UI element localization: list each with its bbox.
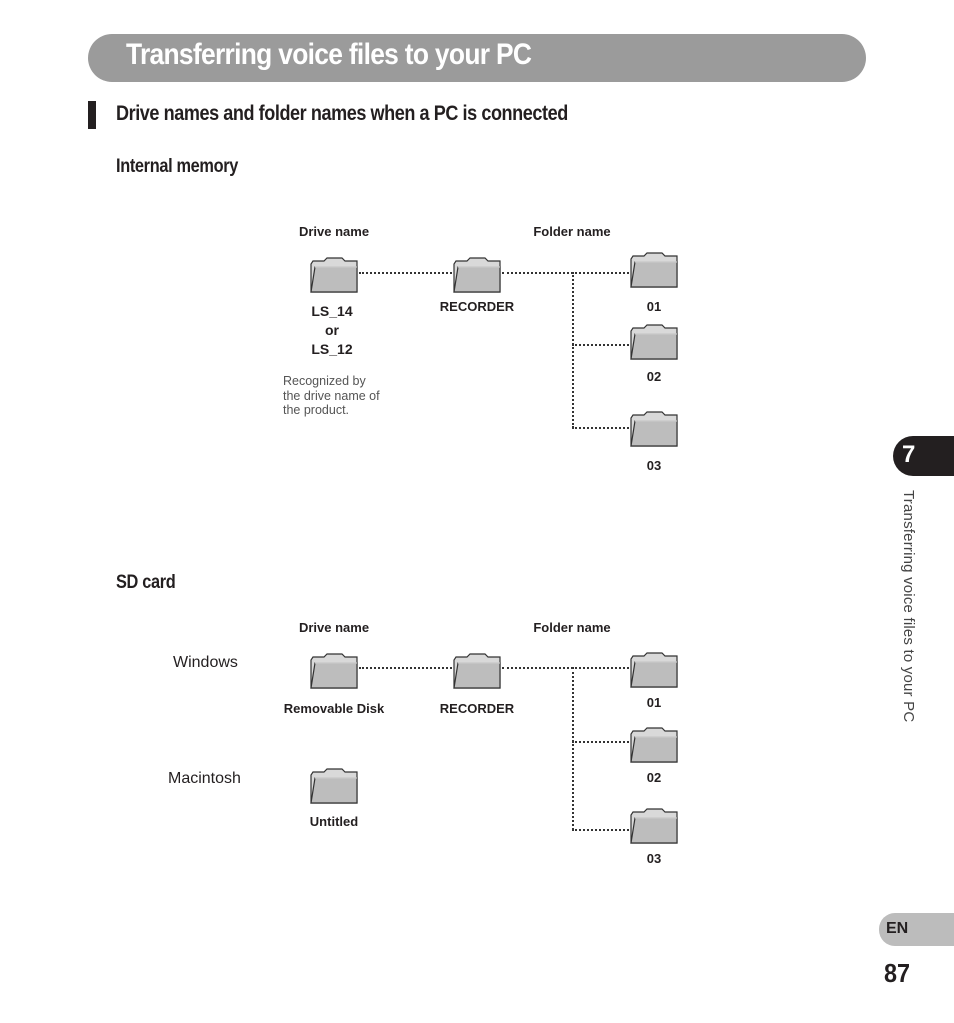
drive-name-note: Recognized by the drive name of the prod… xyxy=(283,374,403,418)
language-tab xyxy=(879,913,954,946)
windows-label: Windows xyxy=(173,654,238,671)
folder-icon xyxy=(629,410,679,448)
connector-line xyxy=(502,667,629,669)
internal-drive-name-label: Drive name xyxy=(298,224,370,239)
folder-icon xyxy=(309,256,359,294)
folder-icon xyxy=(309,767,359,805)
sd-drive-name-label: Drive name xyxy=(298,620,370,635)
internal-memory-heading: Internal memory xyxy=(116,156,238,177)
macintosh-label: Macintosh xyxy=(168,770,241,787)
sd-folder-name-label: Folder name xyxy=(533,620,611,635)
note-line: the product. xyxy=(283,403,350,417)
connector-line xyxy=(359,272,452,274)
connector-line xyxy=(502,272,629,274)
internal-root-folder-label: RECORDER xyxy=(439,299,515,314)
page-number: 87 xyxy=(884,958,911,988)
drive-name-line: or xyxy=(325,322,339,338)
chapter-title-vertical: Transferring voice files to your PC xyxy=(900,490,917,723)
folder-icon xyxy=(629,251,679,289)
mac-drive-name: Untitled xyxy=(309,814,359,829)
folder-icon xyxy=(629,726,679,764)
connector-line xyxy=(572,667,574,830)
drive-name-line: LS_12 xyxy=(311,341,353,357)
connector-line xyxy=(572,272,574,428)
folder-icon xyxy=(452,256,502,294)
sd-subfolder-label: 01 xyxy=(646,695,662,710)
sd-card-heading: SD card xyxy=(116,572,176,593)
internal-subfolder-label: 02 xyxy=(646,369,662,384)
drive-name-line: LS_14 xyxy=(311,303,353,319)
note-line: the drive name of xyxy=(283,388,380,403)
title-bar xyxy=(88,34,866,82)
sd-subfolder-label: 02 xyxy=(646,770,662,785)
internal-subfolder-label: 03 xyxy=(646,458,662,473)
folder-icon xyxy=(629,323,679,361)
connector-line xyxy=(572,427,629,429)
chapter-tab xyxy=(893,436,954,476)
folder-icon xyxy=(629,807,679,845)
internal-subfolder-label: 01 xyxy=(646,299,662,314)
note-line: Recognized by xyxy=(283,374,366,388)
internal-folder-name-label: Folder name xyxy=(533,224,611,239)
folder-icon xyxy=(309,652,359,690)
section-marker xyxy=(88,101,96,129)
connector-line xyxy=(572,829,629,831)
internal-drive-name: LS_14 or LS_12 xyxy=(292,302,372,359)
folder-icon xyxy=(629,651,679,689)
connector-line xyxy=(572,344,629,346)
chapter-number: 7 xyxy=(902,441,916,468)
connector-line xyxy=(572,741,629,743)
sd-root-folder-label: RECORDER xyxy=(439,701,515,716)
section-heading: Drive names and folder names when a PC i… xyxy=(116,102,568,125)
connector-line xyxy=(359,667,452,669)
folder-icon xyxy=(452,652,502,690)
sd-subfolder-label: 03 xyxy=(646,851,662,866)
page-title: Transferring voice files to your PC xyxy=(126,38,532,71)
language-label: EN xyxy=(886,920,909,937)
windows-drive-name: Removable Disk xyxy=(283,701,385,716)
